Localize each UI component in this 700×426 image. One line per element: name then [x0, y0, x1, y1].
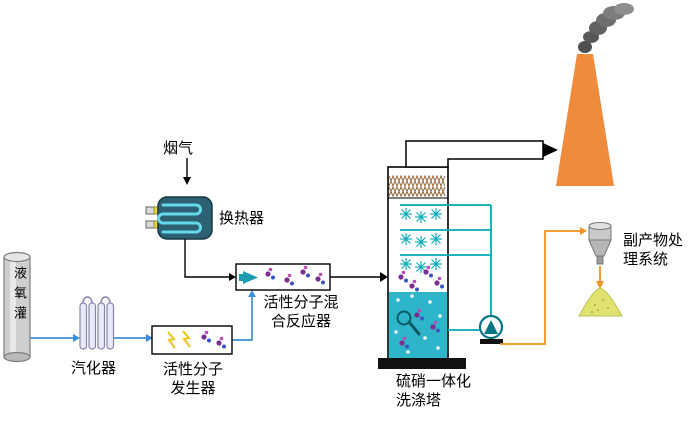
mixer-label-line1: 活性分子混 — [263, 293, 339, 311]
tower-label: 硫硝一体化 洗涤塔 — [396, 372, 471, 410]
heat-exchanger — [145, 196, 213, 240]
spray-headers — [399, 204, 491, 274]
chimney — [556, 54, 614, 186]
vaporizer — [79, 296, 115, 350]
generator-label-line1: 活性分子 — [162, 360, 223, 378]
flue-gas-label: 烟气 — [163, 139, 194, 157]
byproduct-pile — [578, 287, 623, 317]
recirculation-pipes — [448, 205, 492, 331]
mixer — [235, 263, 331, 291]
tower-label-line1: 硫硝一体化 — [396, 372, 472, 390]
lox-tank — [3, 251, 31, 363]
byproduct-label-line2: 理系统 — [623, 250, 669, 268]
heat-exchanger-label: 换热器 — [219, 209, 265, 227]
tower-base — [378, 358, 466, 369]
oxygen-feed-pipes — [30, 290, 256, 342]
byproduct-label: 副产物处 理系统 — [623, 231, 683, 269]
byproduct-funnel — [588, 222, 612, 289]
mixer-label-line2: 合反应器 — [270, 312, 331, 330]
byproduct-label-line1: 副产物处 — [623, 231, 684, 249]
lox-tank-label: 液氧灌 — [11, 266, 26, 326]
generator-label-line2: 发生器 — [170, 379, 216, 397]
pump — [478, 314, 504, 344]
mixer-label: 活性分子混 合反应器 — [253, 293, 349, 331]
smoke — [578, 3, 634, 53]
generator-label: 活性分子 发生器 — [148, 360, 238, 398]
tower-liquid — [389, 292, 447, 359]
tower-demister — [388, 174, 448, 199]
outlet-duct — [405, 140, 558, 168]
pipe-mixer-to-tower — [330, 272, 388, 282]
vaporizer-label: 汽化器 — [71, 359, 117, 377]
flue-gas-arrow — [183, 158, 191, 185]
tower-label-line2: 洗涤塔 — [396, 391, 442, 409]
generator — [151, 325, 233, 355]
byproduct-pipe — [500, 227, 587, 345]
scrubber-tower — [378, 166, 491, 369]
pipe-exchanger-to-mixer — [184, 239, 236, 281]
